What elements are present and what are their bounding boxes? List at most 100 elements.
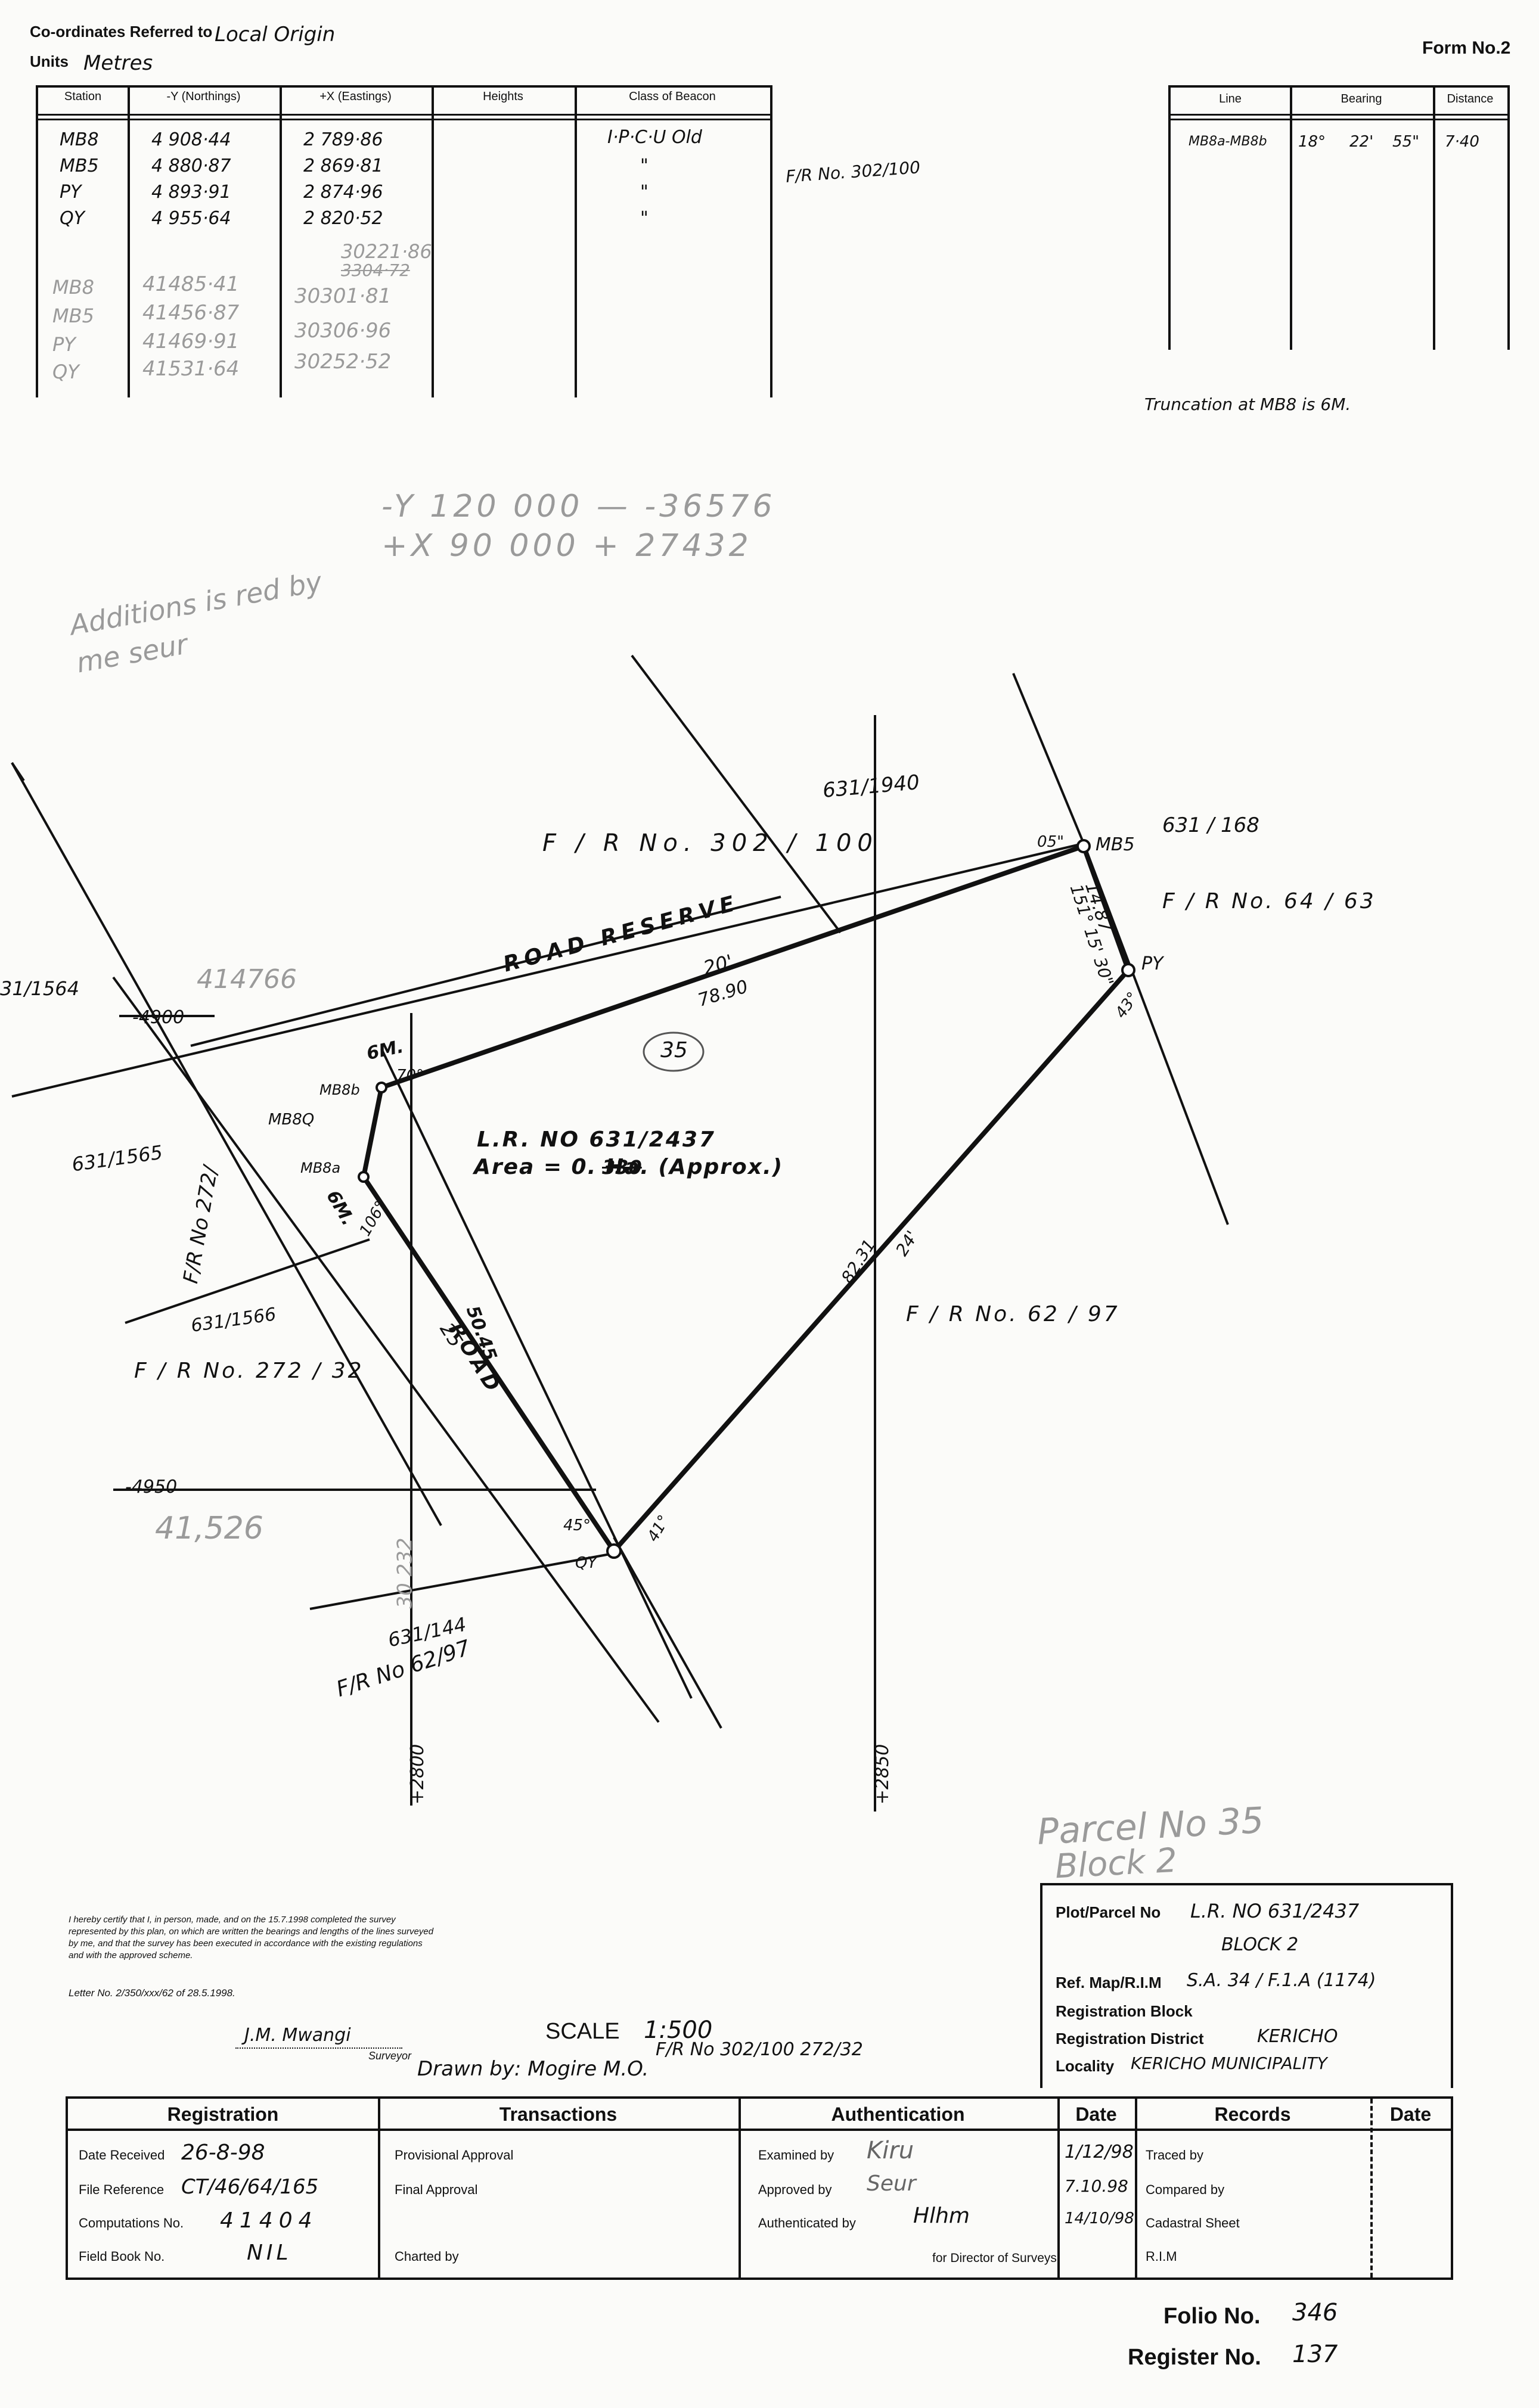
pencil-grid-y1: 414766 [197,964,297,995]
registration-table: Registration Transactions Authentication… [66,2096,1453,2280]
grid-y-4950: -4950 [125,1477,178,1497]
beacon-mb8a [358,1171,370,1183]
easting-cell: 2 874·96 [303,182,383,203]
parcel-number-ring [643,1031,705,1072]
scale-label: SCALE [545,2019,620,2044]
pencil-value: 41485·41 [142,272,240,296]
coord-ref-value: Local Origin [215,23,336,46]
grid-y-4900: -4900 [132,1007,185,1028]
station-mb5: MB5 [1096,834,1135,855]
surveyor-name: J.M. Mwangi [244,2025,351,2046]
station-qy: QY [575,1554,597,1572]
scale-value: 1:500 [644,2016,713,2044]
drawn-by: Drawn by: Mogire M.O. [417,2057,649,2081]
beacon-class-cell: " [640,208,649,229]
coord-ref-label: Co-ordinates Referred to [30,23,213,41]
angle-qy-left: 45° [563,1517,591,1534]
plot-info-box: Plot/Parcel No L.R. NO 631/2437 BLOCK 2 … [1040,1883,1453,2088]
coordinate-table: Station -Y (Northings) +X (Eastings) Hei… [36,85,772,397]
pencil-value-struck: 3304·72 [341,260,410,280]
northing-cell: 4 908·44 [151,129,231,150]
northing-cell: 4 893·91 [151,182,231,203]
grid-x-2850: +2850 [872,1744,893,1805]
field-book-value: NIL [247,2241,292,2265]
col-heights: Heights [483,90,523,103]
fr-reference: F/R No 302/100 272/32 [656,2039,863,2060]
pencil-value: 30252·52 [294,350,392,374]
parcel-area: Area = 0. Ha. (Approx.) [474,1155,784,1179]
station-py: PY [1141,953,1163,974]
pencil-value: 30306·96 [294,319,392,343]
grid-x-2800: +2800 [407,1744,429,1805]
beacon-class-cell: " [640,156,649,176]
approved-by-signature: Seur [867,2171,916,2196]
pencil-value: 30301·81 [294,284,392,308]
pencil-station: QY [52,361,79,383]
northing-cell: 4 955·64 [151,208,231,229]
beacon-mb5 [1076,839,1091,853]
col-class: Class of Beacon [629,90,716,103]
register-label: Register No. [1128,2345,1261,2370]
charted-by: Charted by [395,2249,459,2264]
reg-district-value: KERICHO [1257,2026,1338,2047]
plot-value: L.R. NO 631/2437 [1190,1900,1360,1922]
bearing-min: 22' [1349,133,1374,151]
surveyor-role: Surveyor [368,2050,412,2062]
header-records: Records [1214,2103,1291,2125]
reg-block-label: Registration Block [1056,2002,1193,2020]
locality-value: KERICHO MUNICIPALITY [1131,2053,1327,2073]
pencil-value: 41456·87 [142,301,240,325]
plot-label: Plot/Parcel No [1056,1903,1161,1921]
authenticated-by-signature: Hlhm [913,2204,970,2228]
surveyor-certificate: I hereby certify that I, in person, made… [69,1915,434,1960]
parcel-area-struck: 330 [602,1156,642,1179]
pencil-offset-y: -Y 120 000 — -36576 [381,489,776,524]
block-value: BLOCK 2 [1221,1934,1299,1955]
date-received-label: Date Received [79,2148,165,2162]
col-bearing: Bearing [1341,92,1382,105]
truncation-note: Truncation at MB8 is 6M. [1144,394,1351,414]
units-label: Units [30,52,69,70]
pencil-value: 41469·91 [142,330,240,353]
easting-cell: 2 820·52 [303,208,383,229]
fr-64-63-label: F / R No. 64 / 63 [1162,889,1376,914]
col-northings: -Y (Northings) [166,90,241,103]
station-mb8b: MB8b [319,1082,360,1098]
pencil-value: 41531·64 [142,357,240,381]
beacon-class-cell: I·P·C·U Old [607,127,702,148]
approved-by-label: Approved by [758,2182,832,2197]
date-received-value: 26-8-98 [181,2140,265,2165]
station-cell: PY [60,182,82,203]
easting-cell: 2 869·81 [303,156,383,176]
beacon-mb8b [376,1082,387,1093]
cadastral-sheet: Cadastral Sheet [1146,2216,1240,2230]
computations-label: Computations No. [79,2216,184,2230]
register-value: 137 [1292,2341,1338,2368]
header-date: Date [1075,2103,1117,2125]
folio-value: 346 [1292,2299,1338,2326]
fr-62-97-label: F / R No. 62 / 97 [906,1302,1120,1326]
header-registration: Registration [167,2103,279,2125]
provisional-approval: Provisional Approval [395,2148,514,2162]
certificate-letter: Letter No. 2/350/xxx/62 of 28.5.1998. [69,1987,235,1999]
angle-mb8b: 70° [396,1067,424,1085]
for-director-of-surveys: for Director of Surveys [932,2251,1057,2265]
station-mb8a: MB8a [300,1160,341,1176]
field-book-label: Field Book No. [79,2249,165,2264]
approved-date: 7.10.98 [1065,2176,1128,2196]
col-distance: Distance [1447,92,1494,105]
units-value: Metres [83,51,153,75]
station-cell: QY [60,208,85,229]
compared-by: Compared by [1146,2182,1225,2197]
pencil-grid-y2: 41,526 [155,1511,263,1546]
beacon-qy [606,1543,622,1559]
examined-by-signature: Kiru [867,2137,914,2164]
parcel-number: 35 [660,1038,688,1062]
header-authentication: Authentication [831,2103,965,2125]
final-approval: Final Approval [395,2182,478,2197]
easting-cell: 2 789·86 [303,129,383,150]
locality-label: Locality [1056,2057,1115,2075]
authenticated-date: 14/10/98 [1065,2210,1134,2227]
folio-label: Folio No. [1163,2304,1261,2329]
